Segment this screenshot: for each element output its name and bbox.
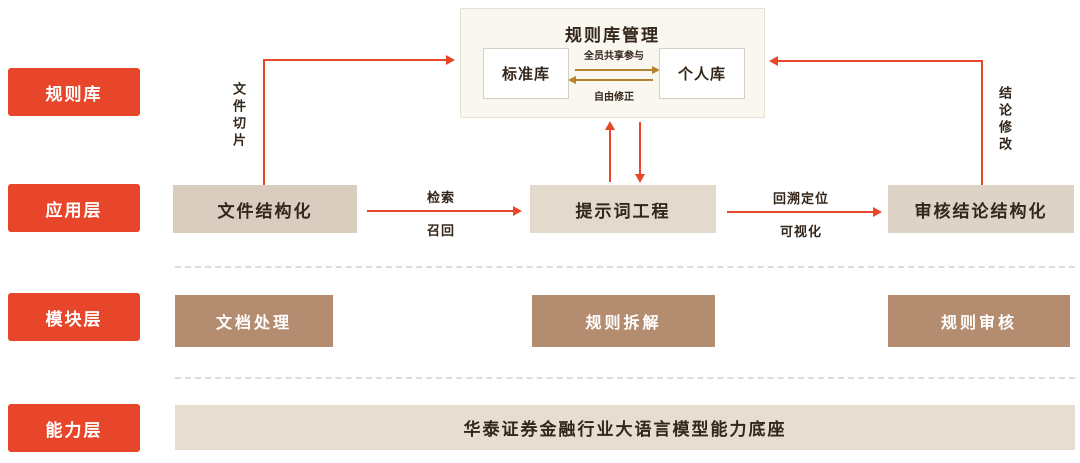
share-arrow-right-icon — [575, 66, 660, 75]
recall-label: 召回 — [426, 224, 455, 239]
conclusion-edit-connector-horizontal — [777, 60, 983, 62]
personal-library-label: 个人库 — [677, 65, 726, 83]
conclusion-edit-connector-vertical — [981, 60, 983, 186]
prompt-to-panel-arrowhead-icon — [605, 121, 615, 130]
rule-review-label: 规则审核 — [940, 313, 1017, 332]
review-structuring-box: 审核结论结构化 — [888, 185, 1074, 233]
share-participate-label: 全员共享参与 — [584, 51, 644, 62]
backtrack-visualize-arrow-line — [727, 211, 875, 213]
file-slice-arrowhead-icon — [446, 55, 455, 65]
rule-library-panel: 规则库管理 标准库 全员共享参与 自由修正 个人库 — [460, 8, 765, 118]
visualize-label: 可视化 — [779, 225, 822, 240]
foundation-label: 华泰证券金融行业大语言模型能力底座 — [463, 420, 787, 440]
revise-arrow-left-icon — [568, 75, 653, 84]
layer-tag-module: 模块层 — [8, 293, 140, 341]
library-exchange-arrows: 全员共享参与 自由修正 — [568, 47, 660, 103]
file-slice-label: 文件切片 — [230, 82, 245, 150]
doc-processing-box: 文档处理 — [175, 295, 333, 347]
rule-review-box: 规则审核 — [888, 295, 1070, 347]
foundation-bar: 华泰证券金融行业大语言模型能力底座 — [175, 405, 1075, 450]
layer-tag-application: 应用层 — [8, 184, 140, 232]
retrieve-recall-arrowhead-icon — [513, 206, 522, 216]
free-revise-label: 自由修正 — [594, 91, 634, 103]
file-slice-connector-horizontal — [263, 59, 446, 61]
panel-to-prompt-line — [639, 122, 641, 175]
review-structuring-label: 审核结论结构化 — [914, 201, 1048, 222]
rule-decompose-box: 规则拆解 — [532, 295, 715, 347]
separator-application-module — [175, 266, 1075, 268]
rule-decompose-label: 规则拆解 — [585, 313, 662, 332]
retrieve-label: 检索 — [426, 191, 455, 206]
personal-library-box: 个人库 — [659, 48, 745, 99]
layer-tag-capability: 能力层 — [8, 404, 140, 452]
backtrack-label: 回溯定位 — [772, 192, 829, 207]
layer-tag-rule-library-label: 规则库 — [45, 84, 103, 105]
layer-tag-capability-label: 能力层 — [45, 420, 103, 441]
separator-module-capability — [175, 377, 1075, 379]
rule-library-panel-title: 规则库管理 — [565, 26, 660, 46]
file-slice-connector-vertical — [263, 59, 265, 185]
doc-structuring-label: 文件结构化 — [217, 201, 313, 222]
prompt-engineering-box: 提示词工程 — [530, 185, 716, 233]
layer-tag-rule-library: 规则库 — [8, 68, 140, 116]
layer-tag-module-label: 模块层 — [45, 309, 103, 330]
backtrack-visualize-arrowhead-icon — [873, 207, 882, 217]
prompt-engineering-label: 提示词工程 — [575, 201, 671, 222]
doc-structuring-box: 文件结构化 — [173, 185, 357, 233]
prompt-to-panel-line — [609, 128, 611, 182]
layer-tag-application-label: 应用层 — [45, 200, 103, 221]
doc-processing-label: 文档处理 — [215, 313, 292, 332]
conclusion-edit-arrowhead-icon — [769, 56, 778, 66]
standard-library-label: 标准库 — [501, 65, 550, 83]
standard-library-box: 标准库 — [483, 48, 569, 99]
conclusion-edit-label: 结论修改 — [996, 86, 1011, 154]
retrieve-recall-arrow-line — [367, 210, 515, 212]
panel-to-prompt-arrowhead-icon — [635, 174, 645, 183]
